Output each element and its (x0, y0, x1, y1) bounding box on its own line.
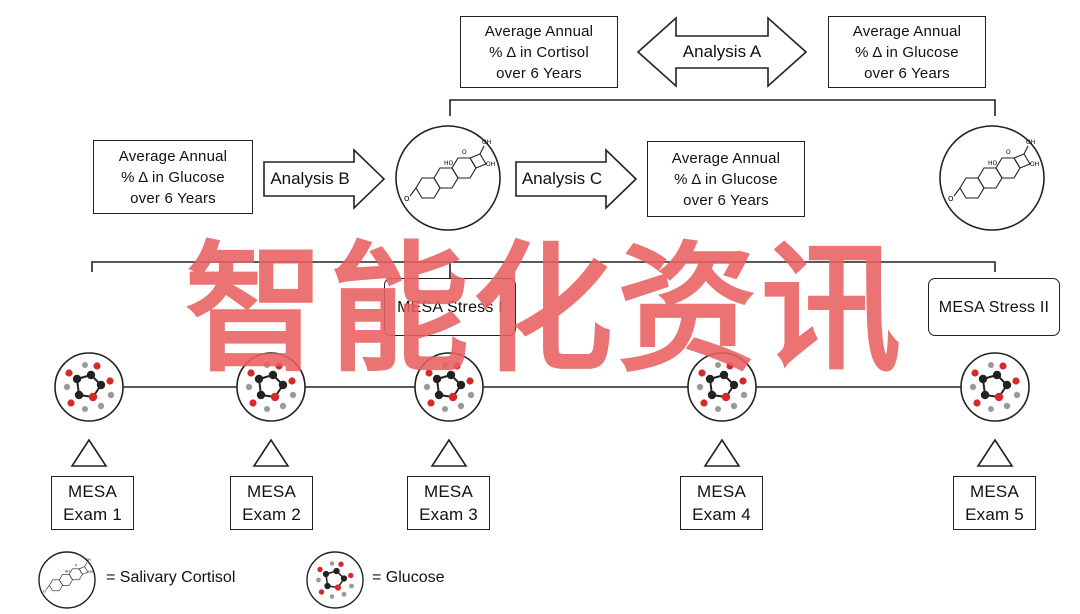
double-arrow-icon (636, 16, 808, 88)
mesa-stress-two-box: MESA Stress II (928, 278, 1060, 336)
box-line: Average Annual (118, 147, 228, 165)
exam-line: Exam 2 (242, 505, 301, 524)
box-line: Average Annual (852, 22, 962, 40)
cortisol-circle-left (395, 125, 501, 231)
exam-line: Exam 1 (63, 505, 122, 524)
glucose-change-box-right: Average Annual % Δ in Glucose over 6 Yea… (828, 16, 986, 88)
glucose-circle-exam-2 (236, 352, 306, 422)
exam-3-box: MESA Exam 3 (407, 476, 490, 530)
box-line: Average Annual (484, 22, 594, 40)
box-line: Average Annual (671, 149, 781, 167)
box-line: % Δ in Glucose (674, 170, 778, 188)
triangle-icon (253, 439, 289, 467)
legend-cortisol-icon (38, 551, 96, 609)
box-line: % Δ in Cortisol (489, 43, 589, 61)
triangle-icon (431, 439, 467, 467)
box-line: % Δ in Glucose (121, 168, 225, 186)
box-line: % Δ in Glucose (855, 43, 959, 61)
triangle-icon (71, 439, 107, 467)
exam-2-box: MESA Exam 2 (230, 476, 313, 530)
legend-cortisol-label: = Salivary Cortisol (106, 569, 236, 586)
box-line: over 6 Years (683, 191, 769, 209)
triangle-icon (704, 439, 740, 467)
mesa-stress-one-box: MESA Stress I (384, 278, 516, 336)
glucose-change-box-mid: Average Annual % Δ in Glucose over 6 Yea… (647, 141, 805, 217)
cortisol-circle-right (939, 125, 1045, 231)
glucose-circle-exam-3 (414, 352, 484, 422)
exam-line: MESA (68, 482, 117, 501)
right-arrow-icon (515, 148, 638, 210)
exam-line: MESA (970, 482, 1019, 501)
exam-4-box: MESA Exam 4 (680, 476, 763, 530)
exam-line: MESA (424, 482, 473, 501)
glucose-change-box-left: Average Annual % Δ in Glucose over 6 Yea… (93, 140, 253, 214)
glucose-circle-exam-1 (54, 352, 124, 422)
exam-5-box: MESA Exam 5 (953, 476, 1036, 530)
exam-1-box: MESA Exam 1 (51, 476, 134, 530)
triangle-icon (977, 439, 1013, 467)
box-line: over 6 Years (496, 64, 582, 82)
exam-line: Exam 5 (965, 505, 1024, 524)
box-line: over 6 Years (864, 64, 950, 82)
glucose-circle-exam-4 (687, 352, 757, 422)
exam-line: MESA (697, 482, 746, 501)
legend-glucose-icon (306, 551, 364, 609)
exam-line: MESA (247, 482, 296, 501)
exam-line: Exam 3 (419, 505, 478, 524)
box-line: over 6 Years (130, 189, 216, 207)
cortisol-change-box: Average Annual % Δ in Cortisol over 6 Ye… (460, 16, 618, 88)
legend-glucose-label: = Glucose (372, 569, 445, 586)
glucose-circle-exam-5 (960, 352, 1030, 422)
right-arrow-icon (263, 148, 386, 210)
study-label: MESA Stress II (938, 298, 1050, 316)
exam-line: Exam 4 (692, 505, 751, 524)
study-label: MESA Stress I (397, 298, 503, 316)
